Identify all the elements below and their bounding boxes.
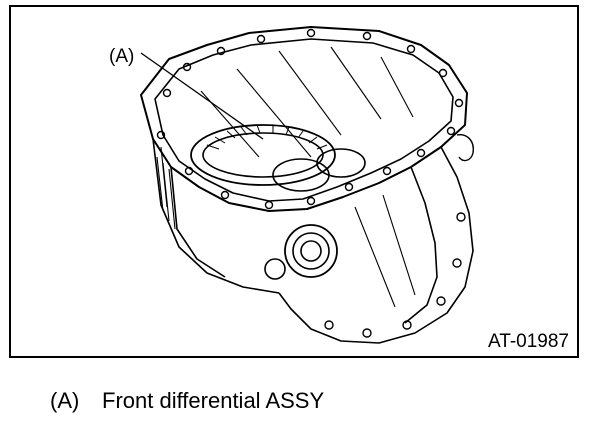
callout-label: (A) [109, 46, 135, 67]
transmission-case-drawing [140, 26, 474, 344]
legend-row: (A) Front differential ASSY [50, 390, 324, 412]
figure-code: AT-01987 [488, 331, 569, 352]
figure-frame: (A) AT-01987 [9, 5, 579, 358]
legend-text: Front differential ASSY [102, 388, 325, 413]
legend-key: (A) [50, 388, 80, 413]
